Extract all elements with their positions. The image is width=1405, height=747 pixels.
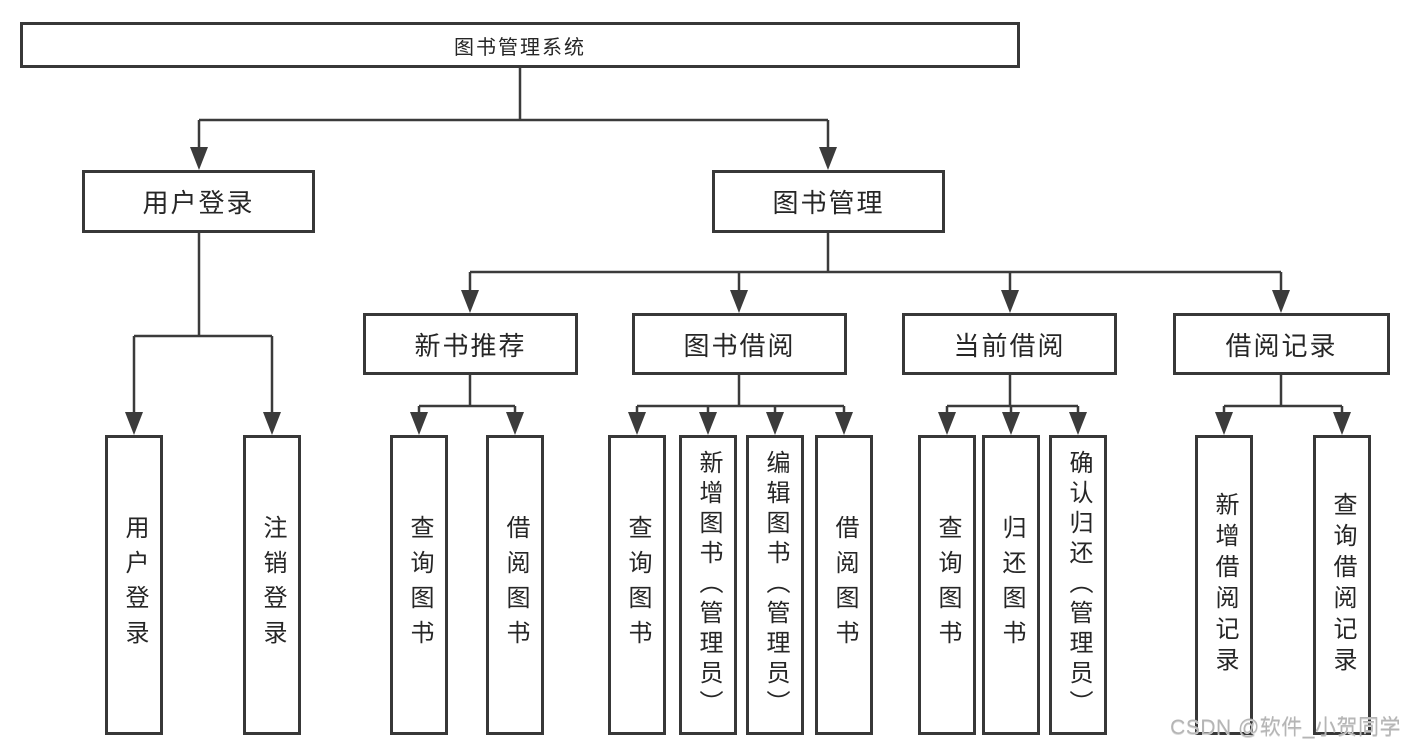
node-book-management: 图书管理 — [712, 170, 945, 233]
leaf-logout: 注销登录 — [243, 435, 301, 735]
leaf-add-borrow-record: 新增借阅记录 — [1195, 435, 1253, 735]
node-current-borrowing: 当前借阅 — [902, 313, 1117, 375]
leaf-query-books-borrowing: 查询图书 — [608, 435, 666, 735]
leaf-edit-book-admin: 编辑图书（管理员） — [746, 435, 804, 735]
node-borrowing-records: 借阅记录 — [1173, 313, 1390, 375]
leaf-query-books-current: 查询图书 — [918, 435, 976, 735]
leaf-query-borrow-record: 查询借阅记录 — [1313, 435, 1371, 735]
leaf-add-book-admin: 新增图书（管理员） — [679, 435, 737, 735]
leaf-borrow-books-borrowing: 借阅图书 — [815, 435, 873, 735]
node-root: 图书管理系统 — [20, 22, 1020, 68]
leaf-user-login: 用户登录 — [105, 435, 163, 735]
node-book-borrowing: 图书借阅 — [632, 313, 847, 375]
leaf-borrow-books-recommend: 借阅图书 — [486, 435, 544, 735]
node-new-book-recommendation: 新书推荐 — [363, 313, 578, 375]
watermark: CSDN @软件_小贺同学 — [1170, 716, 1401, 739]
node-user-login: 用户登录 — [82, 170, 315, 233]
leaf-query-books-recommend: 查询图书 — [390, 435, 448, 735]
leaf-confirm-return-admin: 确认归还（管理员） — [1049, 435, 1107, 735]
leaf-return-book: 归还图书 — [982, 435, 1040, 735]
